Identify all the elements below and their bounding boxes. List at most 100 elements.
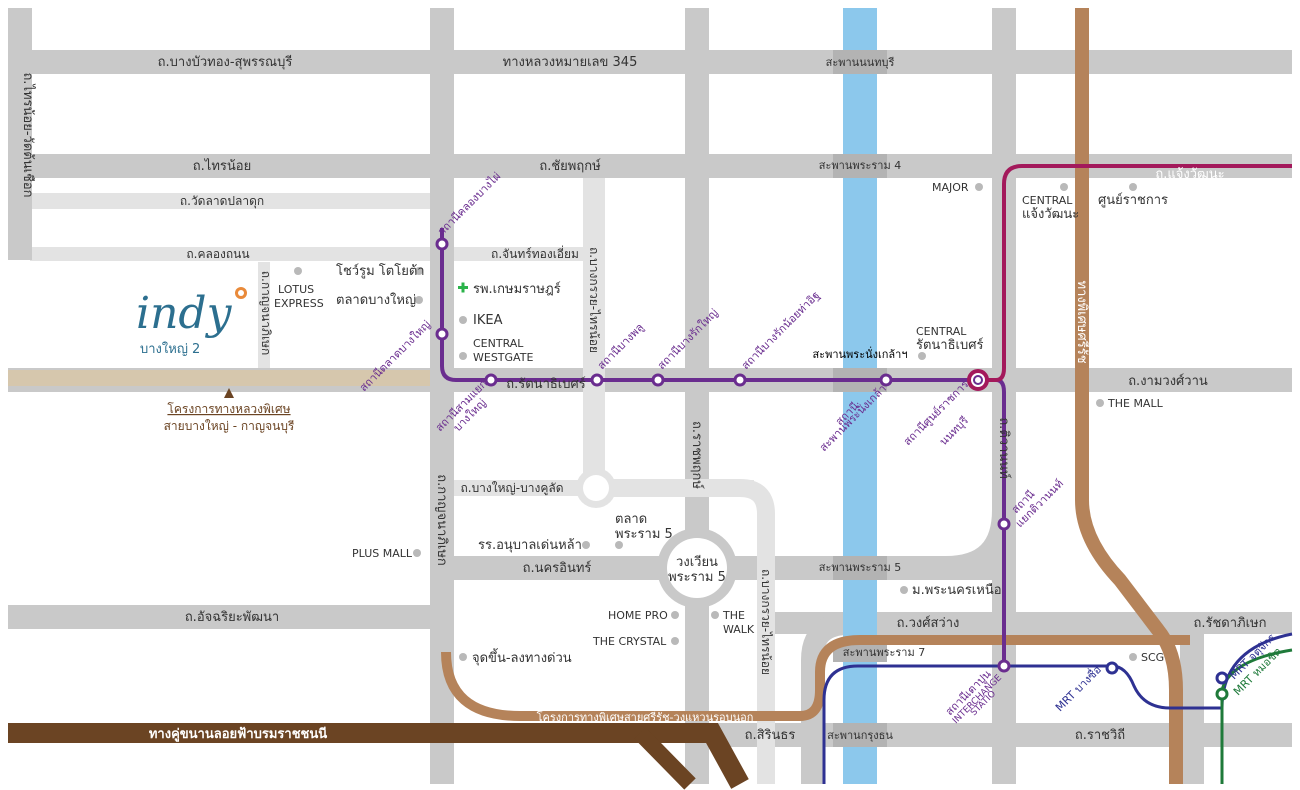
dot-government: [1129, 183, 1137, 191]
station-mrt-chatuchak[interactable]: [1215, 671, 1229, 685]
place-dots: [294, 183, 1137, 661]
station-khlong-bang-phai[interactable]: [435, 237, 449, 251]
road-khlongthanon: [30, 247, 450, 261]
station-markers: [435, 237, 1011, 673]
logo-dot-inner: [238, 290, 244, 296]
label-mrt-bang-sue: MRT บางซื่อ: [1052, 662, 1104, 714]
dot-central-rattana: [918, 352, 926, 360]
label-talad-rama5-2: พระราม 5: [615, 527, 673, 542]
dot-up-down: [459, 653, 467, 661]
label-khlongthanon: ถ.คลองถนน: [186, 247, 249, 261]
hospital-icon: [458, 282, 468, 293]
label-hospital: รพ.เกษมราษฎร์: [473, 281, 561, 297]
station-khae-rai[interactable]: [997, 517, 1011, 531]
expressway-kanchana: [8, 723, 749, 789]
label-roundabout-2: พระราม 5: [668, 570, 726, 585]
label-kanchanaphisek: ถ.กาญจนาภิเษก: [434, 474, 449, 566]
label-bangbuathong: ถ.บางบัวทอง-สุพรรณบุรี: [158, 54, 293, 70]
label-nonthaburi-civic-2: นนทบุรี: [937, 414, 971, 448]
label-central-cw-2: แจ้งวัฒนะ: [1022, 207, 1079, 222]
station-talad-bang-yai[interactable]: [435, 327, 449, 341]
label-rama7-bridge: สะพานพระราม 7: [843, 646, 925, 659]
label-sainoi-watton: ถ.ไทรน้อย-วัดต้นเชือก: [20, 72, 36, 197]
label-ratchawithi: ถ.ราชวิถี: [1075, 727, 1125, 743]
dot-crystal: [671, 637, 679, 645]
dot-ikea: [459, 316, 467, 324]
dot-market: [415, 296, 423, 304]
label-homepro: HOME PRO: [608, 609, 668, 622]
label-plus-mall: PLUS MALL: [352, 547, 413, 560]
label-central-cw-1: CENTRAL: [1022, 194, 1073, 207]
label-sanonburi: สะพานนนทบุรี: [826, 56, 895, 69]
bridge-nonthaburi: [833, 50, 887, 74]
bridge-rama5: [833, 556, 887, 580]
label-bangyai-bangkulat: ถ.บางใหญ่-บางคูลัด: [460, 481, 563, 496]
label-central-rattana-1: CENTRAL: [916, 325, 967, 338]
project-note: โครงการทางหลวงพิเศษ สายบางใหญ่ - กาญจนบุ…: [164, 402, 295, 434]
dot-mall: [1096, 399, 1104, 407]
station-bang-rak-noi[interactable]: [733, 373, 747, 387]
road-ratchaphruek: [685, 8, 709, 784]
blue-line: [822, 632, 1293, 784]
project-note-line1: โครงการทางหลวงพิเศษ: [167, 402, 290, 416]
place-labels: LOTUS EXPRESS โชว์รูม โตโยต้า ตลาดบางใหญ…: [274, 181, 1168, 666]
label-lotus-2: EXPRESS: [274, 297, 324, 310]
label-school: รร.อนุบาลเด่นหล้า: [478, 538, 582, 553]
expressway-tan-vertical: [1075, 8, 1183, 784]
label-sirinthorn: ถ.สิรินธร: [745, 728, 796, 743]
station-mrt-mo-chit[interactable]: [1215, 687, 1229, 701]
label-rama5-bridge: สะพานพระราม 5: [819, 561, 901, 574]
logo-sub: บางใหญ่ 2: [140, 341, 200, 357]
label-walk-2: WALK: [723, 623, 755, 636]
station-mrt-bang-sue[interactable]: [1105, 661, 1119, 675]
label-nakhon-in: ถ.นครอินทร์: [523, 560, 592, 576]
label-lotus-1: LOTUS: [278, 283, 314, 296]
label-university: ม.พระนครเหนือ: [912, 582, 1002, 598]
dot-toyota: [415, 267, 423, 275]
label-ratchaphruek: ถ.ราชพฤกษ์: [689, 421, 705, 489]
label-government: ศูนย์ราชการ: [1098, 192, 1168, 208]
label-ratchadaphisek: ถ.รัชดาภิเษก: [1193, 616, 1266, 631]
label-chaiyaphruek: ถ.ชัยพฤกษ์: [539, 158, 601, 174]
station-bang-phlu[interactable]: [590, 373, 604, 387]
roundabout-small-inner: [583, 475, 609, 501]
indy-logo: indy บางใหญ่ 2: [136, 287, 247, 357]
road-labels: ถ.บางบัวทอง-สุพรรณบุรี ทางหลวงหมายเลข 34…: [149, 54, 1267, 743]
label-tiwanon: ถ.ติวานนท์: [996, 417, 1012, 478]
station-tao-poon[interactable]: [997, 659, 1011, 673]
station-nonthaburi-civic-inner: [973, 375, 983, 385]
road-chanthongiam: [454, 247, 584, 261]
road-sainoi-watton: [8, 8, 32, 260]
station-sam-yaek-bang-yai[interactable]: [484, 373, 498, 387]
label-watladpladuk: ถ.วัดลาดปลาดุก: [180, 194, 264, 209]
dot-scg: [1129, 653, 1137, 661]
dot-central-cw: [1060, 183, 1068, 191]
roundabout-rama5-inner: [667, 538, 727, 598]
station-bang-rak-yai[interactable]: [651, 373, 665, 387]
station-phra-nang-klao[interactable]: [879, 373, 893, 387]
label-ikea: IKEA: [473, 313, 503, 328]
label-westgate-2: WESTGATE: [473, 351, 533, 364]
label-scg: SCG: [1141, 651, 1164, 664]
dot-university: [900, 586, 908, 594]
label-special-project: โครงการทางพิเศษสายศรีรัช-วงแหวนรอบนอก: [537, 710, 754, 724]
label-bang-rak-noi: สถานีบางรักน้อยท่าอิฐ: [739, 289, 822, 372]
bridge-rama7: [833, 644, 887, 662]
label-market: ตลาดบางใหญ่: [336, 292, 416, 308]
label-toyota: โชว์รูม โตโยต้า: [336, 263, 425, 279]
road-project-strip: [8, 370, 434, 386]
vertical-road-labels: ถ.ไทรน้อย-วัดต้นเชือก ถ.กาญจนาภิเษก ถ.บา…: [20, 72, 1090, 675]
bridge-rama4: [833, 154, 887, 178]
dot-walk: [711, 611, 719, 619]
label-wongsawang: ถ.วงศ์สว่าง: [897, 615, 960, 631]
label-nangklao-bridge: สะพานพระนั่งเกล้าฯ: [812, 346, 907, 361]
label-westgate-1: CENTRAL: [473, 337, 524, 350]
label-rama4-bridge: สะพานพระราม 4: [819, 159, 901, 172]
label-krungthon-bridge: สะพานกรุงธน: [827, 729, 893, 742]
dot-plus-mall: [413, 549, 421, 557]
dot-school: [582, 541, 590, 549]
project-marker-triangle: [224, 388, 234, 398]
road-curve-light: [596, 479, 775, 784]
